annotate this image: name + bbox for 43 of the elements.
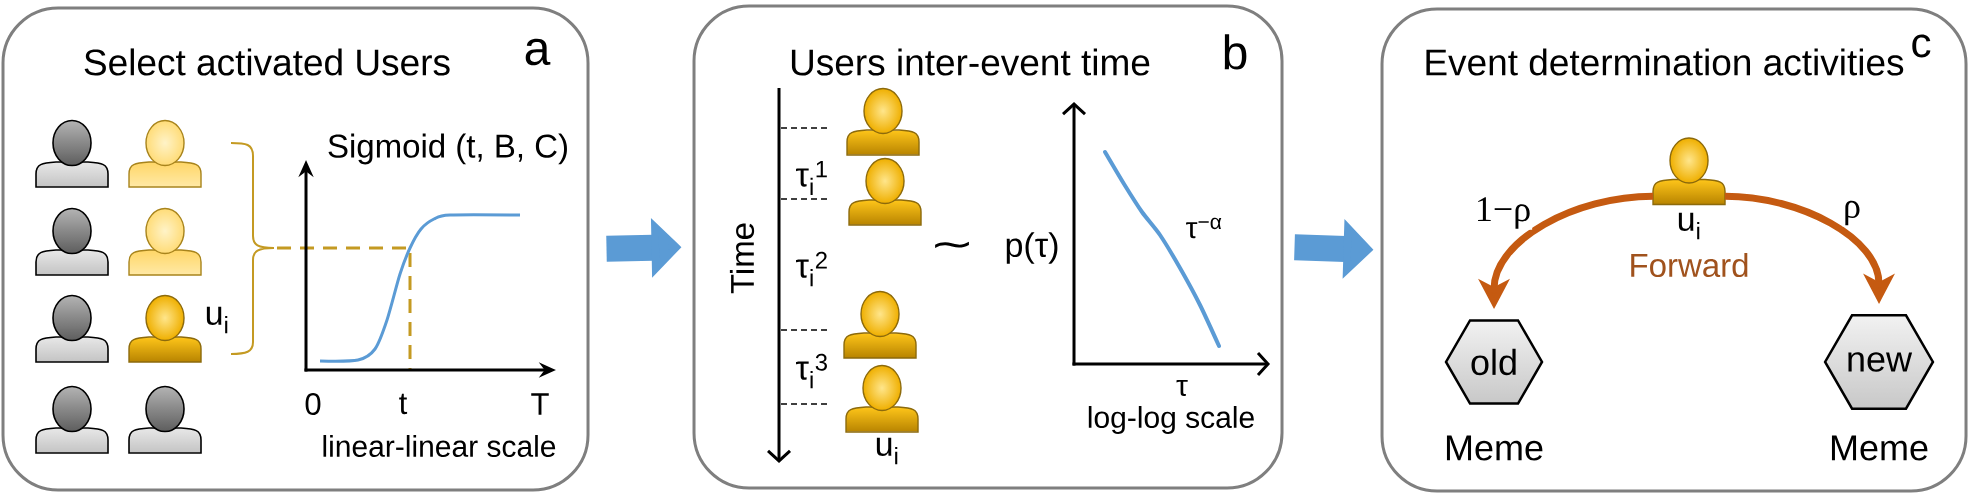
interval-label: τ$_{i}$2 (796, 251, 827, 287)
person-icon (128, 294, 202, 363)
person-icon (128, 385, 202, 454)
panel-letter: c (1912, 34, 1931, 58)
person-icon (35, 207, 109, 276)
person-icon (128, 119, 202, 188)
person-icon (848, 157, 922, 226)
axis-caption: linear-linear scale (323, 435, 556, 457)
axis-caption: log-log scale (1088, 406, 1254, 434)
panel-letter: b (1224, 34, 1247, 70)
edge-label: 1−ρ (1473, 196, 1533, 230)
node-caption: Meme (1446, 435, 1543, 461)
hexagon: old (1444, 319, 1544, 405)
chart-title: Sigmoid (t, B, C) (328, 133, 567, 165)
tick-label: t (399, 393, 408, 415)
panel-title: Event determination activities (1426, 48, 1904, 76)
user-label: u$_{i}$ (1678, 212, 1700, 240)
panel-letter: a (525, 38, 551, 66)
person-icon (128, 207, 202, 276)
axis-label: p(τ) (1006, 232, 1058, 264)
person-icon (846, 87, 920, 156)
panel-title: Select activated Users (84, 48, 450, 76)
interval-label: τ$_{i}$3 (796, 353, 827, 389)
person-icon (35, 119, 109, 188)
interval-label: τ$_{i}$1 (796, 160, 827, 196)
tilde-sign: ∼ (935, 241, 969, 248)
node-caption: Meme (1831, 435, 1928, 461)
tick-label: 0 (305, 393, 321, 415)
person-icon (35, 294, 109, 363)
axis-label: τ (1176, 379, 1188, 397)
edge-label: ρ (1842, 199, 1862, 227)
person-icon (35, 385, 109, 454)
hexagon: new (1823, 314, 1935, 410)
user-label: u$_{i}$ (876, 437, 898, 465)
person-icon (843, 290, 917, 359)
axis-label: Time (729, 223, 755, 294)
person-icon (845, 364, 919, 433)
action-label: Forward (1631, 252, 1748, 278)
user-label: u$_{i}$ (206, 306, 228, 334)
panel-title: Users inter-event time (791, 48, 1150, 76)
curve-label: τ$^{−α}$ (1186, 217, 1222, 239)
tick-label: T (531, 393, 549, 415)
person-icon (1652, 137, 1726, 206)
